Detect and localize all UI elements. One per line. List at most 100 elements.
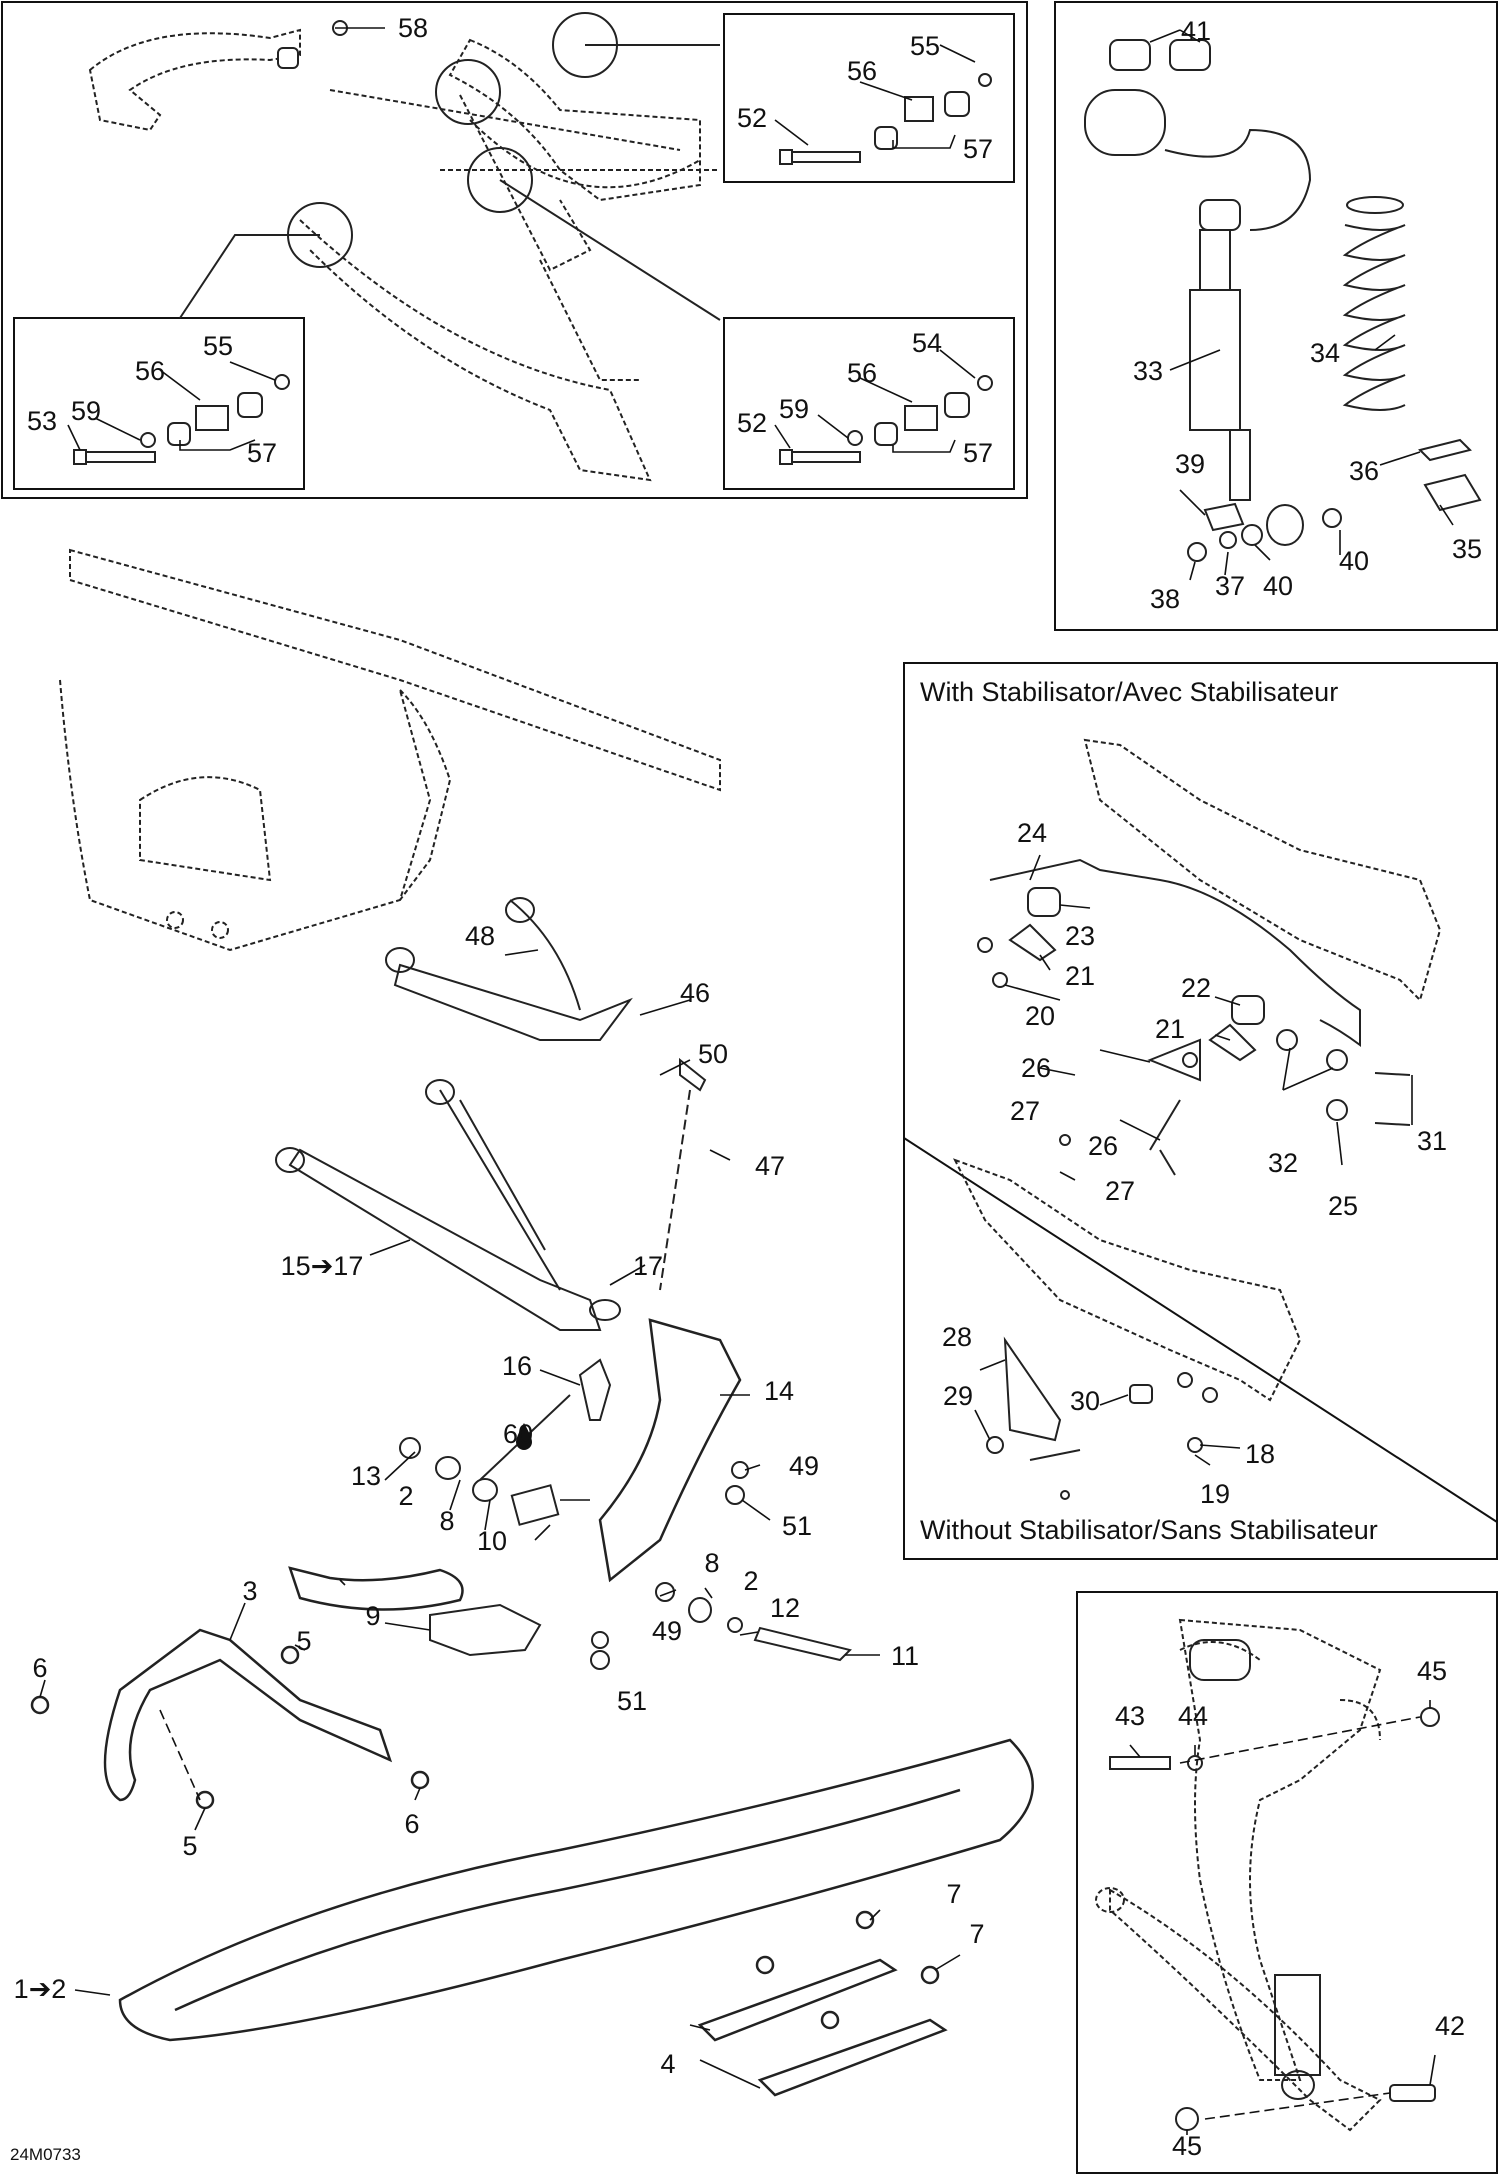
shock-mount-art xyxy=(1095,1618,1382,2132)
callout-number: 56 xyxy=(847,56,877,86)
callout-number: 58 xyxy=(398,13,428,43)
callout-number: 38 xyxy=(1150,584,1180,614)
box-lower-right xyxy=(723,317,1015,490)
callout-number: 25 xyxy=(1328,1191,1358,1221)
frame-top-left xyxy=(1,1,1028,499)
callout-number: 12 xyxy=(770,1593,800,1623)
callout-number: 26 xyxy=(1088,1131,1118,1161)
callout-number: 46 xyxy=(680,978,710,1008)
callout-number: 45 xyxy=(1417,1656,1447,1686)
callout-number: 1➔2 xyxy=(14,1974,67,2004)
callout-number: 44 xyxy=(1178,1701,1208,1731)
callout-number: 2 xyxy=(743,1566,758,1596)
callout-number: 40 xyxy=(1339,546,1369,576)
callout-number: 37 xyxy=(1215,571,1245,601)
callout-number: 32 xyxy=(1268,1148,1298,1178)
callout-number: 55 xyxy=(910,31,940,61)
callout-number: 52 xyxy=(737,408,767,438)
callout-number: 21 xyxy=(1155,1014,1185,1044)
shock-art xyxy=(1084,39,1482,562)
suspension-art xyxy=(275,897,852,1670)
callout-number: 59 xyxy=(71,396,101,426)
stabilisator-art xyxy=(952,738,1442,1402)
stabilisator-hw xyxy=(977,858,1411,1500)
callout-number: 4 xyxy=(660,2049,675,2079)
title-with-stabilisator: With Stabilisator/Avec Stabilisateur xyxy=(920,677,1339,707)
callout-number: 24 xyxy=(1017,818,1047,848)
frame-top-right xyxy=(1054,1,1498,631)
callout-number: 7 xyxy=(969,1919,984,1949)
callout-number: 18 xyxy=(1245,1439,1275,1469)
callout-number: 31 xyxy=(1417,1126,1447,1156)
callout-number: 49 xyxy=(789,1451,819,1481)
callout-number: 23 xyxy=(1065,921,1095,951)
callout-number: 51 xyxy=(617,1686,647,1716)
callout-number: 8 xyxy=(439,1506,454,1536)
callout-number: 34 xyxy=(1310,338,1340,368)
callout-number: 27 xyxy=(1010,1096,1040,1126)
callout-number: 52 xyxy=(737,103,767,133)
oil-drop-icon xyxy=(516,1423,532,1450)
box-lower-left xyxy=(13,317,305,490)
callout-number: 6 xyxy=(404,1809,419,1839)
hardware-boxes xyxy=(73,20,993,465)
callout-number: 35 xyxy=(1452,534,1482,564)
callout-number: 48 xyxy=(465,921,495,951)
callout-number: 57 xyxy=(963,438,993,468)
frame-stabilisator xyxy=(903,662,1498,1560)
divider-stabilisator xyxy=(903,1137,1498,1523)
callout-number: 21 xyxy=(1065,961,1095,991)
shock-mount-hw xyxy=(1109,1639,1440,2131)
callout-number: 9 xyxy=(365,1601,380,1631)
callout-number: 3 xyxy=(242,1576,257,1606)
callout-number: 13 xyxy=(351,1461,381,1491)
callout-number: 60 xyxy=(503,1419,533,1449)
callout-number: 29 xyxy=(943,1381,973,1411)
callout-number: 15➔17 xyxy=(281,1251,364,1281)
callout-number: 8 xyxy=(704,1548,719,1578)
callout-number: 49 xyxy=(652,1616,682,1646)
callout-number: 10 xyxy=(477,1526,507,1556)
callout-number: 19 xyxy=(1200,1479,1230,1509)
callout-number: 14 xyxy=(764,1376,794,1406)
callout-number: 57 xyxy=(963,134,993,164)
callout-number: 50 xyxy=(698,1039,728,1069)
leader-lines xyxy=(39,27,1454,2135)
callout-number: 22 xyxy=(1181,973,1211,1003)
callout-number: 57 xyxy=(247,438,277,468)
upper-arms-art xyxy=(88,28,720,482)
callout-number: 40 xyxy=(1263,571,1293,601)
callout-number: 56 xyxy=(847,358,877,388)
callout-number: 30 xyxy=(1070,1386,1100,1416)
callout-number: 16 xyxy=(502,1351,532,1381)
callout-number: 43 xyxy=(1115,1701,1145,1731)
callout-number: 56 xyxy=(135,356,165,386)
callout-number: 45 xyxy=(1172,2131,1202,2161)
callout-number: 42 xyxy=(1435,2011,1465,2041)
callout-number: 26 xyxy=(1021,1053,1051,1083)
callout-number: 33 xyxy=(1133,356,1163,386)
chassis-art xyxy=(59,548,721,952)
callout-number: 27 xyxy=(1105,1176,1135,1206)
callout-number: 5 xyxy=(182,1831,197,1861)
callout-number: 28 xyxy=(942,1322,972,1352)
callout-number: 54 xyxy=(912,328,942,358)
callout-number: 36 xyxy=(1349,456,1379,486)
callout-number: 41 xyxy=(1181,16,1211,46)
callout-number: 5 xyxy=(296,1626,311,1656)
box-upper-right xyxy=(723,13,1015,183)
ski-art xyxy=(30,1566,1034,2097)
callout-number: 11 xyxy=(891,1641,919,1671)
callout-number: 39 xyxy=(1175,449,1205,479)
title-without-stabilisator: Without Stabilisator/Sans Stabilisateur xyxy=(920,1515,1378,1545)
callout-number: 59 xyxy=(779,394,809,424)
callout-number: 53 xyxy=(27,406,57,436)
callout-number: 17 xyxy=(633,1251,663,1281)
callout-number: 2 xyxy=(398,1481,413,1511)
drawing-code: 24M0733 xyxy=(10,2145,81,2164)
bushing-circles xyxy=(179,12,721,321)
